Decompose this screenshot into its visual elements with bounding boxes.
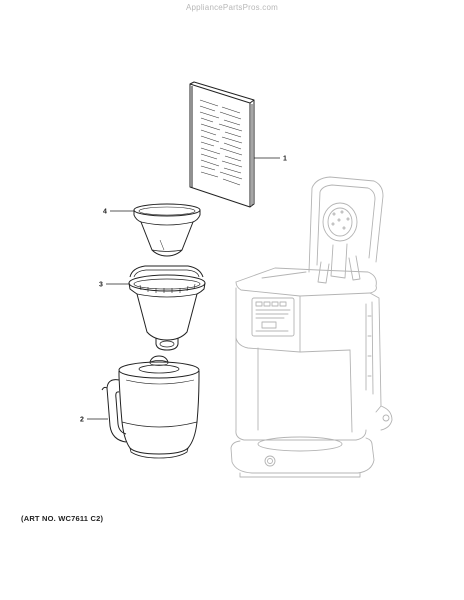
callout-number-3: 3 bbox=[99, 282, 103, 289]
callout-2: 2 bbox=[80, 417, 108, 424]
callout-3: 3 bbox=[99, 282, 129, 289]
callout-number-2: 2 bbox=[80, 417, 84, 424]
permanent-filter bbox=[133, 203, 201, 257]
manual-booklet bbox=[189, 81, 255, 208]
art-number-label: (ART NO. WC7611 C2) bbox=[21, 514, 104, 523]
coffee-maker-body bbox=[230, 176, 393, 478]
callout-1: 1 bbox=[254, 156, 287, 163]
callout-number-4: 4 bbox=[103, 209, 107, 216]
filter-basket bbox=[128, 265, 206, 351]
carafe bbox=[101, 355, 200, 459]
watermark-text: AppliancePartsPros.com bbox=[186, 3, 278, 12]
callout-number-1: 1 bbox=[283, 156, 287, 163]
callout-4: 4 bbox=[103, 209, 134, 216]
